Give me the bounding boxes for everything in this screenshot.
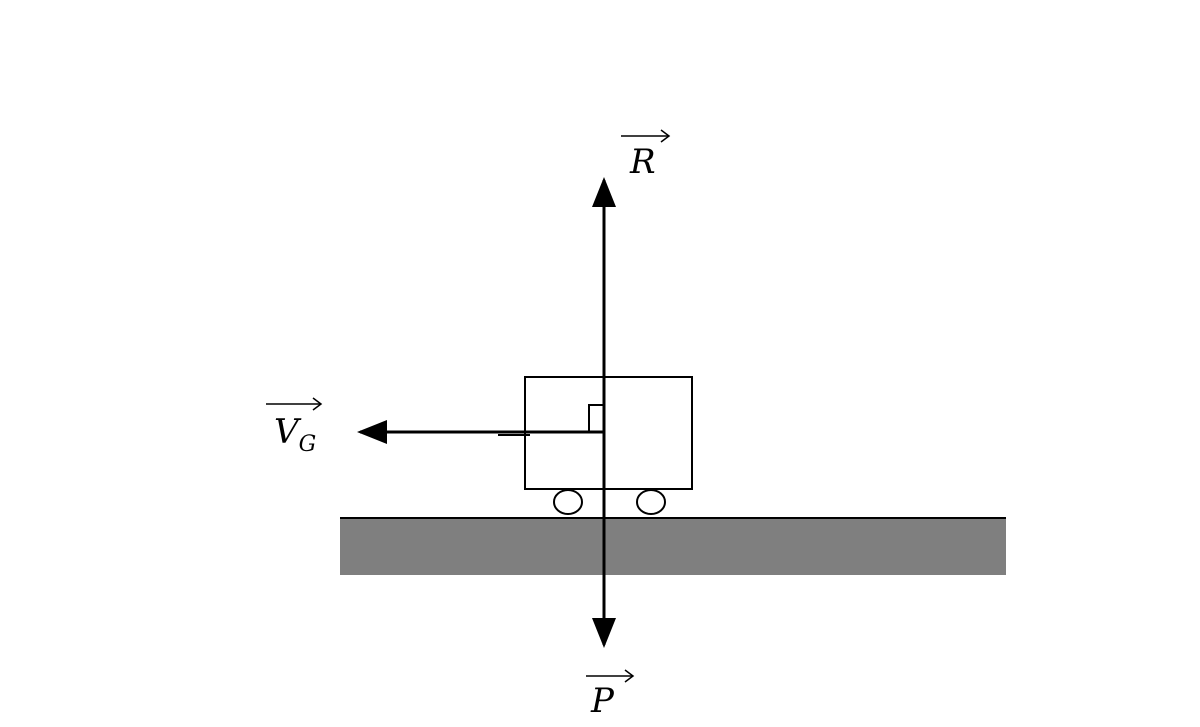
weight-label-overarrow-head xyxy=(624,669,635,683)
velocity-label-subscript: G xyxy=(299,432,317,457)
reaction-label-overarrow-head xyxy=(660,129,671,143)
reaction-label: R xyxy=(629,142,656,182)
ground xyxy=(340,518,1006,575)
velocity-label: VG xyxy=(274,412,316,457)
weight-label: P xyxy=(590,681,615,721)
velocity-label-main: V xyxy=(274,412,302,452)
cart-wheel-left xyxy=(553,489,583,515)
velocity-label-overarrow-head xyxy=(312,397,323,411)
cart-body xyxy=(524,376,693,490)
cart-wheel-right xyxy=(636,489,666,515)
right-angle-marker xyxy=(588,404,604,432)
